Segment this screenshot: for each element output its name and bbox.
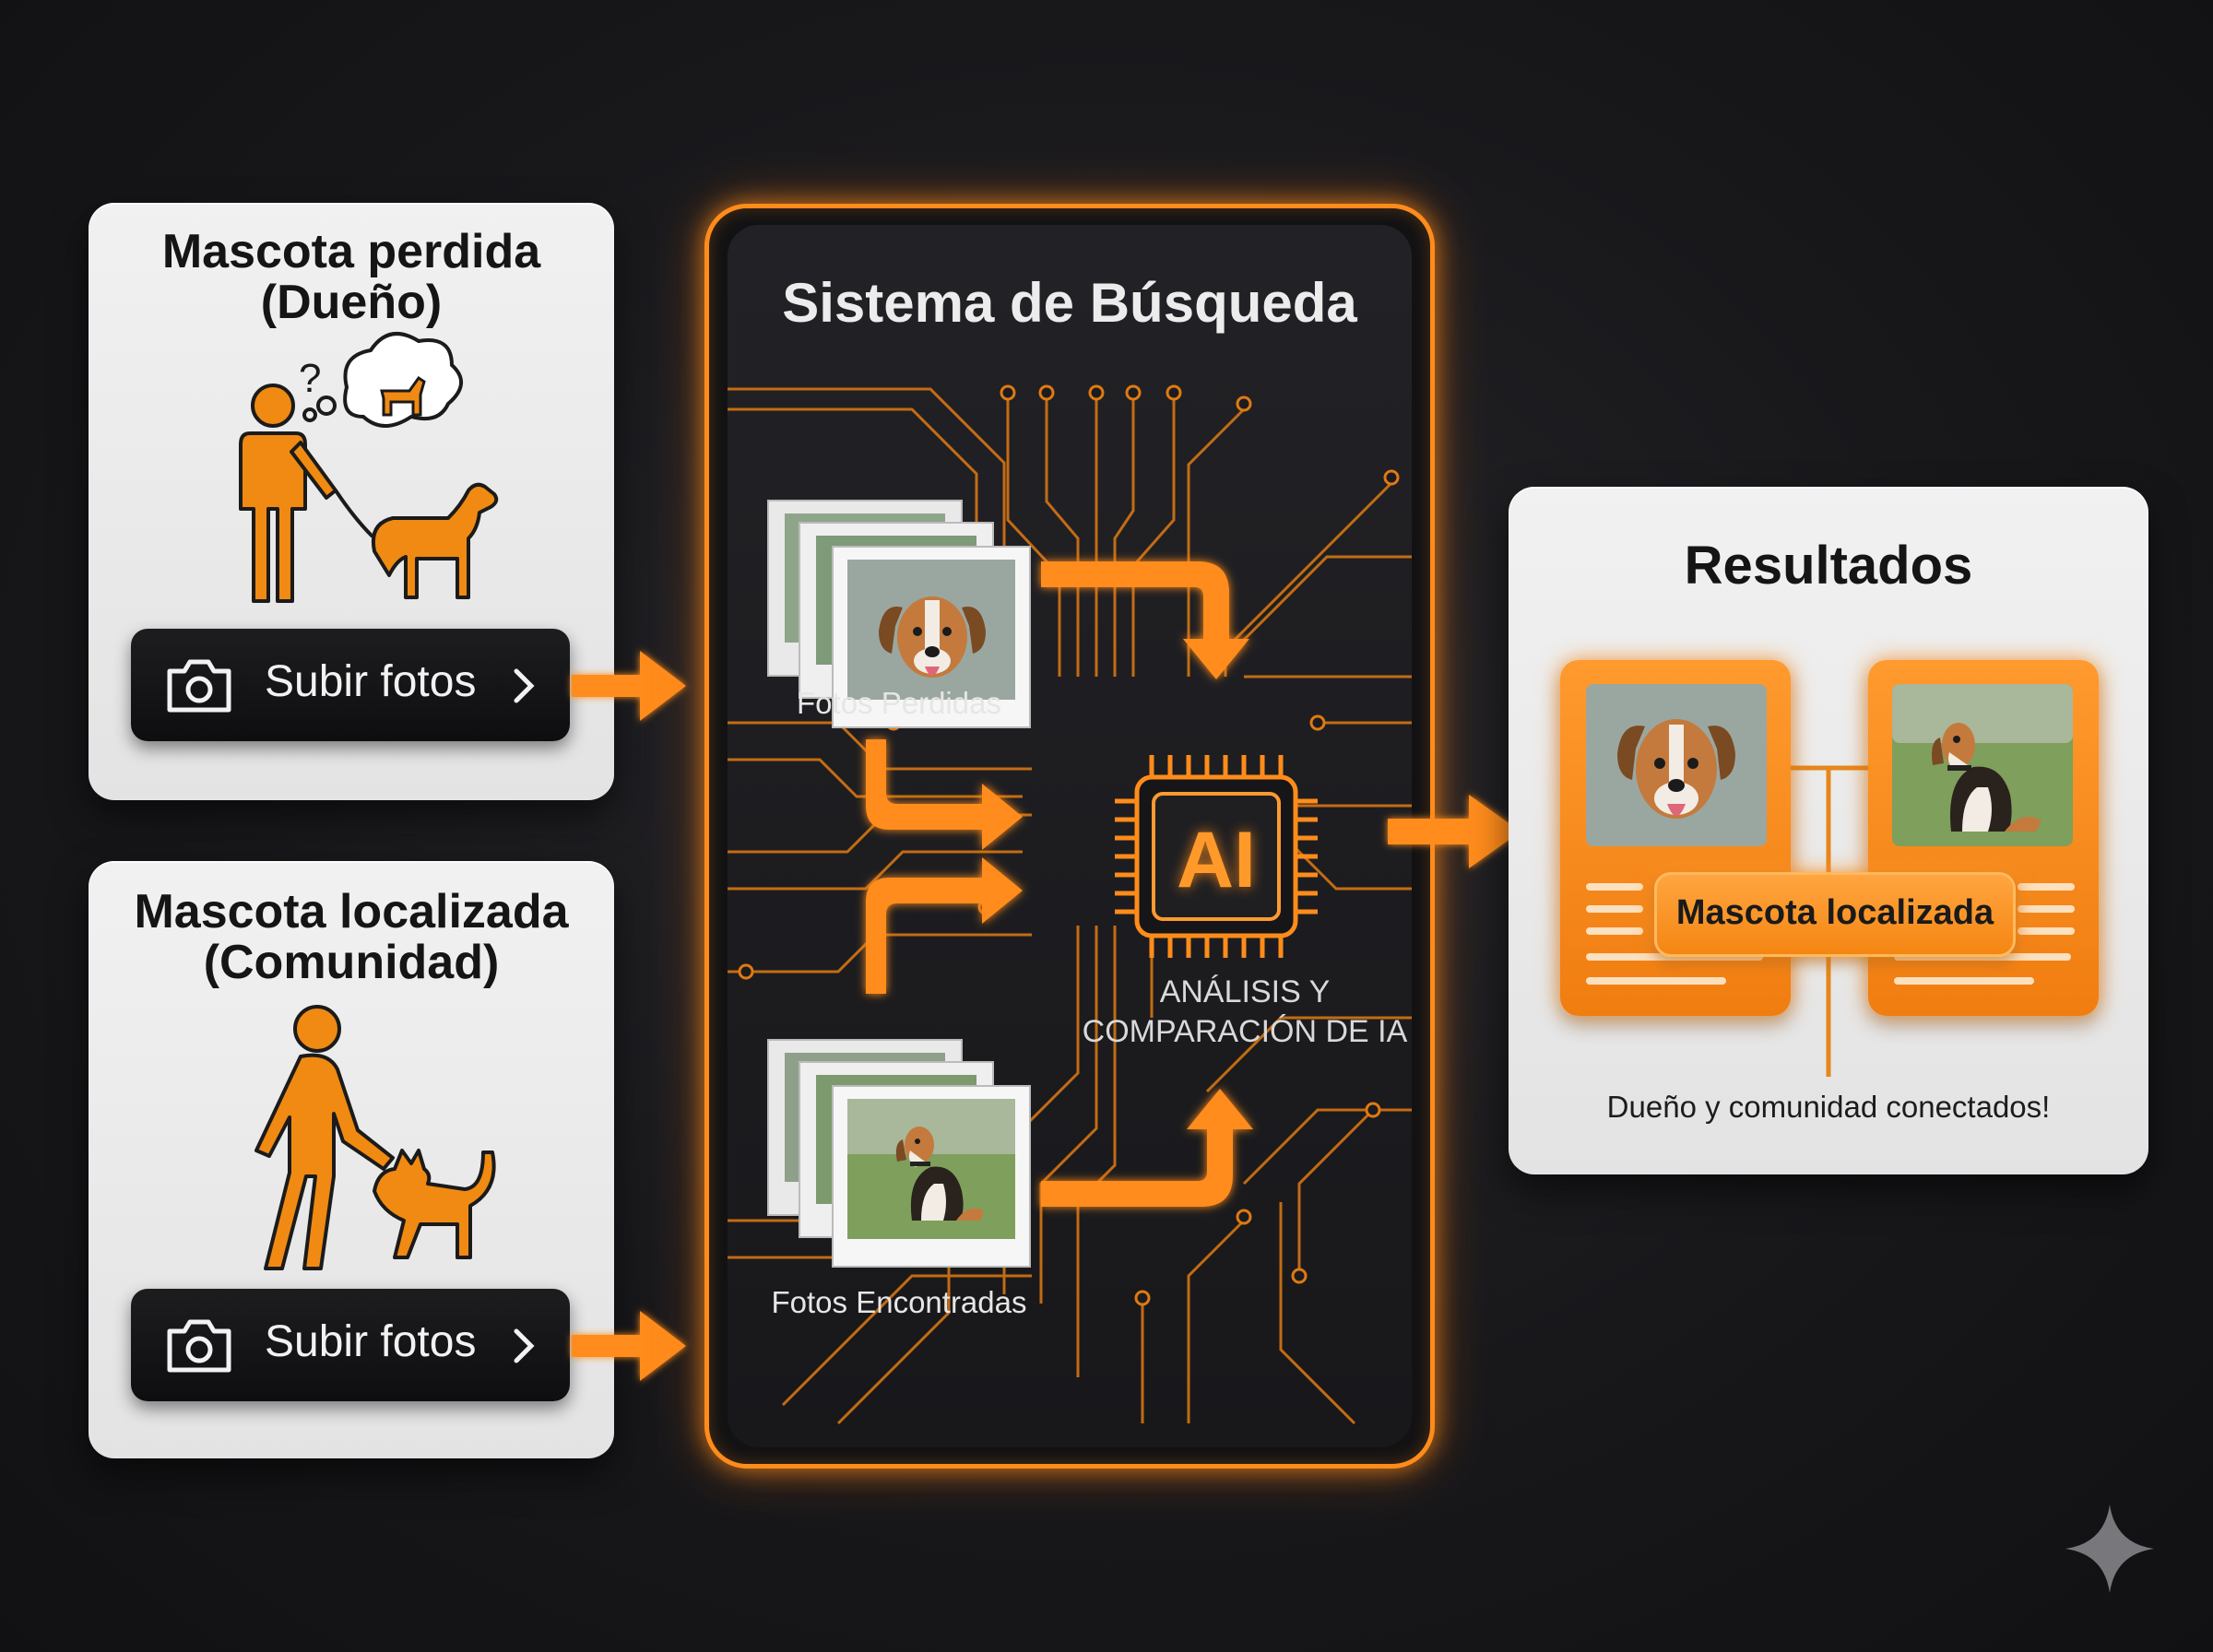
community-upload-button[interactable]: Subir fotos — [131, 1289, 570, 1401]
ai-caption-line1: ANÁLISIS Y — [1159, 974, 1331, 1009]
beagle-result-photo — [1892, 684, 2073, 846]
community-to-system-arrow-icon — [572, 1311, 686, 1381]
community-title-line1: Mascota localizada — [134, 885, 569, 938]
lost-photos-stack — [767, 500, 1031, 728]
search-system-panel: Sistema de Búsqueda — [704, 204, 1435, 1469]
beagle-dog-photo — [895, 1127, 984, 1221]
community-upload-label: Subir fotos — [265, 1317, 477, 1366]
ai-chip-icon — [1115, 755, 1318, 958]
found-tile-text-lines — [1894, 883, 2075, 985]
search-system-inner: Sistema de Búsqueda — [728, 225, 1412, 1447]
found-photos-label: Fotos Encontradas — [771, 1285, 1027, 1319]
community-title-line2: (Comunidad) — [203, 935, 500, 989]
match-badge-label: Mascota localizada — [1675, 893, 1994, 932]
camera-icon — [167, 1319, 231, 1373]
found-to-ai-arrow-icon — [1041, 1089, 1253, 1207]
owner-upload-button[interactable]: Subir fotos — [131, 629, 570, 741]
match-badge: Mascota localizada — [1654, 872, 2016, 957]
results-title: Resultados — [1684, 536, 1973, 596]
lost-photos-label: Fotos Perdidas — [797, 686, 1001, 720]
brown-dog-photo — [879, 596, 986, 678]
community-card-title: Mascota localizada (Comunidad) — [89, 887, 614, 987]
found-photos-stack — [767, 1039, 1031, 1268]
lost-result-tile[interactable] — [1560, 660, 1791, 1016]
ai-analysis-caption: ANÁLISIS Y COMPARACIÓN DE IA — [1051, 973, 1438, 1051]
system-to-results-arrow-icon — [1388, 795, 1521, 868]
left-lower-arrow-icon — [866, 857, 1023, 994]
lost-tile-text-lines — [1586, 883, 1763, 985]
search-system-title: Sistema de Búsqueda — [782, 272, 1357, 334]
results-footer: Dueño y comunidad conectados! — [1606, 1090, 2051, 1124]
chevron-right-icon — [514, 1328, 535, 1363]
owner-upload-label: Subir fotos — [265, 657, 477, 706]
owner-title-line2: (Dueño) — [260, 275, 443, 329]
owner-title-line1: Mascota perdida — [161, 225, 541, 278]
lost-to-ai-arrow-icon — [1041, 561, 1249, 679]
owner-to-system-arrow-icon — [572, 651, 686, 721]
camera-icon — [167, 659, 231, 713]
owner-card-title: Mascota perdida (Dueño) — [89, 227, 614, 327]
left-upper-arrow-icon — [866, 739, 1023, 850]
ai-chip-label: AI — [1177, 816, 1256, 904]
ai-caption-line2: COMPARACIÓN DE IA — [1082, 1013, 1408, 1049]
svg-text:?: ? — [299, 356, 321, 401]
brown-dog-result-photo — [1586, 684, 1767, 846]
community-card: Mascota localizada (Comunidad) Subir fot… — [89, 861, 614, 1458]
sparkle-watermark-icon — [2065, 1504, 2154, 1593]
flow-arrows — [866, 561, 1253, 1207]
chevron-right-icon — [514, 668, 535, 703]
person-walking-dog-thinking-icon: ? — [239, 332, 499, 603]
owner-card: Mascota perdida (Dueño) ? Subir fotos — [89, 203, 614, 800]
person-petting-dog-icon — [254, 1005, 496, 1270]
results-card: Resultados — [1509, 487, 2148, 1174]
found-result-tile[interactable] — [1868, 660, 2099, 1016]
